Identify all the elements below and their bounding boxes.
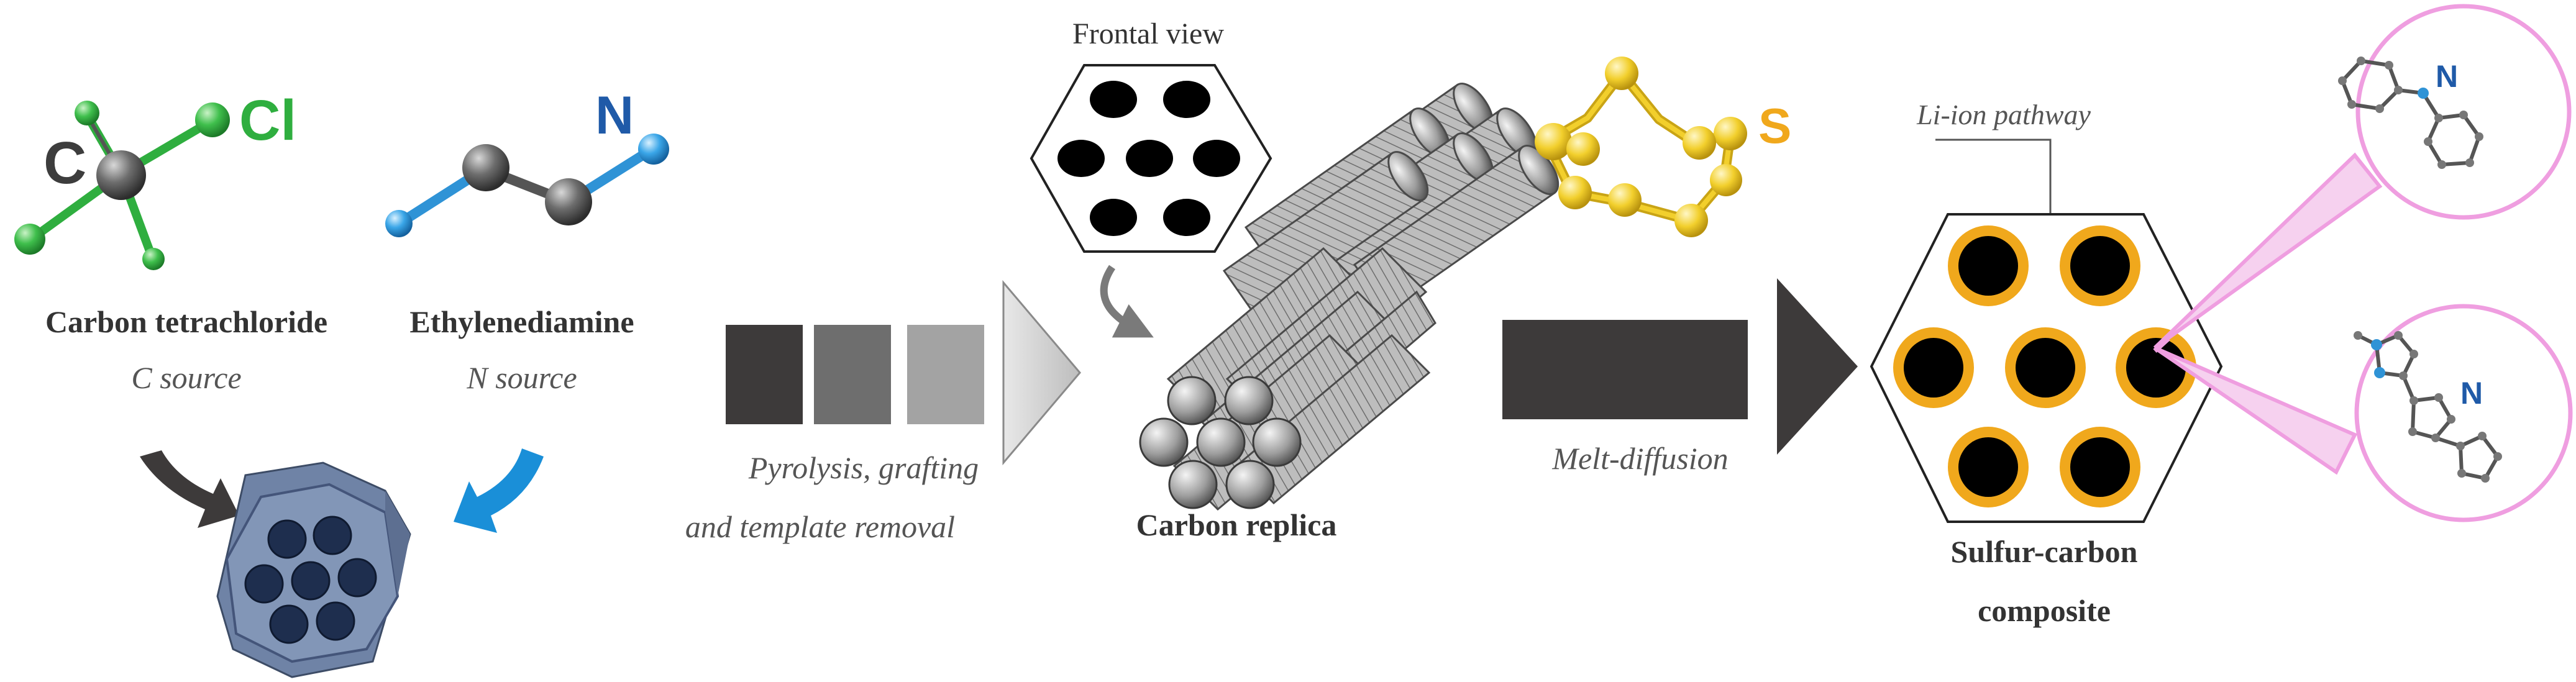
sulfur-filled-pores	[1893, 225, 2196, 507]
carbon-atom	[96, 150, 146, 200]
pyrolysis-label-line1: Pyrolysis, grafting	[748, 450, 979, 485]
process-arrow-pyrolysis	[726, 280, 1081, 466]
nitrogen-source-label: N source	[466, 360, 577, 395]
chlorine-atom	[75, 101, 99, 125]
sulfur-atom-label: S	[1758, 98, 1791, 153]
frontal-view-label: Frontal view	[1072, 17, 1224, 50]
li-ion-pathway-label: Li-ion pathway	[1916, 99, 2091, 130]
carbon-replica-label: Carbon replica	[1136, 507, 1337, 542]
composite-label-line1: Sulfur-carbon	[1951, 534, 2138, 569]
chlorine-atom	[195, 102, 230, 137]
sulfur-ring	[1535, 57, 1747, 237]
nitrogen-atom	[638, 134, 669, 165]
melt-diffusion-label: Melt-diffusion	[1551, 441, 1728, 476]
composite-label-line2: composite	[1978, 593, 2111, 628]
zoom-circle-top: N	[2338, 4, 2572, 220]
carbon-source-label: C source	[131, 360, 241, 395]
ethylenediamine-name: Ethylenediamine	[409, 304, 634, 339]
chlorine-atom	[14, 224, 45, 255]
curved-arrow-dark	[140, 450, 239, 528]
carbon-tetrachloride-name: Carbon tetrachloride	[45, 304, 327, 339]
ethylenediamine-molecule: N	[385, 86, 669, 237]
carbon-replica-rods	[1139, 83, 1560, 511]
zoom-circle-bottom: N	[2354, 304, 2573, 522]
carbon-atom	[545, 178, 592, 225]
zoom-callout-lines	[2153, 152, 2383, 475]
process-arrow-melt-diffusion	[1502, 278, 1858, 455]
chlorine-atom-label: Cl	[239, 89, 296, 152]
carbon-atom	[462, 144, 509, 191]
nitrogen-label-bottom: N	[2460, 376, 2483, 411]
silica-template	[216, 461, 411, 678]
carbon-atom-label: C	[43, 130, 86, 196]
frontal-view-arrow	[1100, 265, 1154, 338]
nitrogen-atom-label: N	[595, 86, 634, 145]
frontal-view-hexagon	[1030, 64, 1272, 253]
composite-hexagon	[1870, 213, 2223, 523]
carbon-tetrachloride-molecule: C Cl	[14, 89, 296, 270]
chlorine-atom	[142, 248, 165, 270]
nitrogen-atom	[385, 210, 413, 237]
curved-arrow-blue	[454, 448, 544, 533]
nitrogen-label-top: N	[2436, 59, 2458, 94]
pyrolysis-label-line2: and template removal	[685, 509, 955, 544]
template-pores	[244, 516, 377, 644]
